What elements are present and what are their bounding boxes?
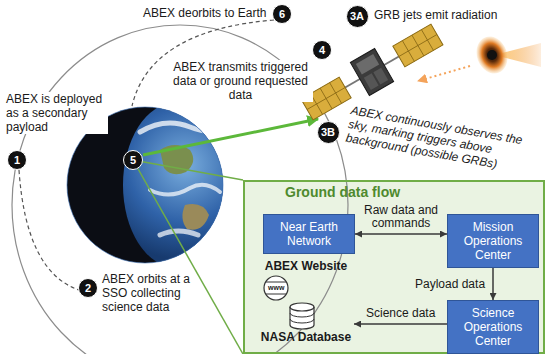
satellite-body [350, 49, 393, 96]
process-box: Near Earth Network [263, 214, 355, 254]
flow-arrow [354, 323, 447, 325]
cloud [150, 185, 220, 195]
callout-number-text: 2 [85, 282, 91, 294]
globe-lines [266, 282, 286, 294]
globe-icon [264, 276, 288, 300]
callout-number-text: 6 [279, 8, 285, 20]
callout-number: 4 [312, 40, 332, 60]
radiation-arrow [418, 66, 470, 81]
annotation-text: GRB jets emit radiation [372, 8, 499, 22]
annotation-text: ABEX continuously observes the sky, mark… [343, 103, 537, 177]
callout-number-text: 3B [321, 126, 335, 138]
icon-label-text: ABEX Website [258, 259, 354, 273]
cloud [140, 123, 225, 132]
flow-arrow [355, 233, 447, 235]
icon-label: ABEX Website [258, 258, 354, 301]
icon-label: NASA Database [258, 302, 354, 346]
callout-number-text: 4 [319, 44, 325, 56]
zoom-line [133, 160, 243, 354]
cloud [160, 231, 198, 235]
annotation-text: ABEX orbits at a SSO collecting science … [100, 272, 195, 314]
panel-grid [393, 24, 443, 67]
zoom-line [133, 160, 243, 180]
icon-text: www [268, 284, 284, 292]
grb-core [487, 50, 497, 60]
process-box: Science Operations Center [447, 300, 539, 354]
annotation-text: ABEX deorbits to Earth [141, 6, 268, 20]
icon-label-text: NASA Database [258, 330, 354, 344]
database-top [290, 303, 314, 311]
solar-panel [393, 24, 443, 67]
database-rings [290, 313, 314, 323]
flow-arrow [492, 268, 494, 300]
globe-outline [264, 276, 288, 300]
callout-number-text: 5 [130, 154, 136, 166]
callout-number-text: 1 [14, 154, 20, 166]
process-box-text: Near Earth Network [268, 220, 350, 248]
callout-number-text: 3A [350, 10, 364, 22]
edge-label: Science data [364, 307, 437, 320]
process-box: Mission Operations Center [447, 214, 539, 268]
callout-number: 1 [7, 150, 27, 170]
callout-number: 2 [78, 278, 98, 298]
callout-number: 5 [123, 150, 143, 170]
callout-number: 6 [272, 4, 292, 24]
panel-ground [243, 180, 545, 354]
grb-disk [471, 32, 512, 78]
callout-number: 3A [346, 5, 369, 28]
process-box-text: Mission Operations Center [452, 220, 534, 262]
earth-day [123, 100, 235, 270]
database-icon [290, 303, 314, 329]
process-box-text: Science Operations Center [452, 306, 534, 348]
annotation-text: ABEX transmits triggered data or ground … [168, 60, 313, 102]
ground-panel-text: Ground data flow [285, 184, 400, 201]
callout-number: 3B [317, 121, 340, 144]
grb-source [471, 32, 541, 78]
land [182, 204, 209, 230]
edge-label: Raw data and commands [356, 204, 446, 230]
downlink-arrow [143, 119, 318, 155]
annotation-text: ABEX is deployed as a secondary payload [4, 92, 108, 134]
body-detail [373, 68, 388, 85]
edge-label: Payload data [413, 278, 487, 291]
